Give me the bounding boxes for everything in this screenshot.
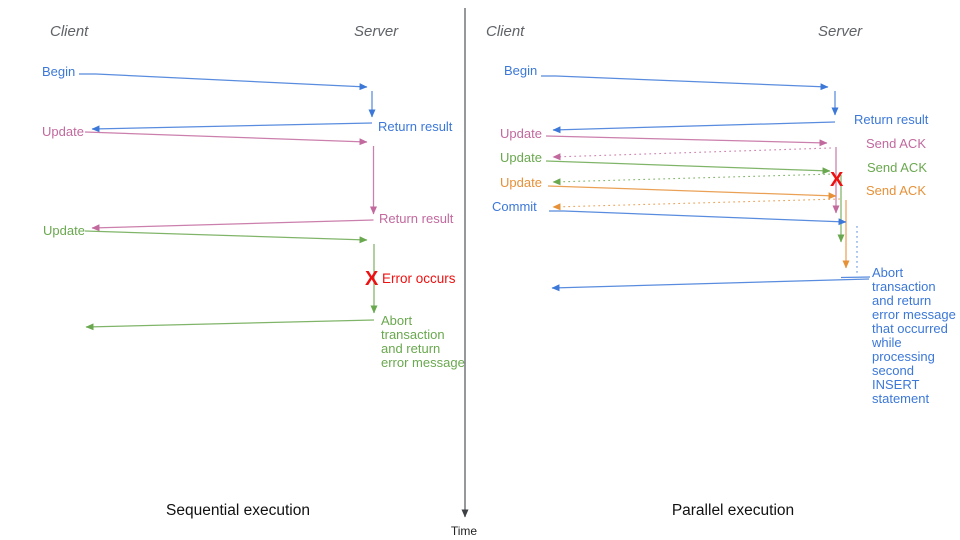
right-server-abort-tick [840, 276, 871, 279]
right-send-ack-1-label: Send ACK [866, 136, 926, 151]
right-error-x-icon: X [830, 169, 844, 191]
right-caption: Parallel execution [671, 502, 795, 519]
left-return-result-2-arrow [91, 219, 374, 232]
right-update-3-label: Update [500, 175, 542, 190]
right-begin-request-arrow [541, 75, 829, 91]
right-client-header: Client [486, 23, 525, 40]
right-send-ack-2-label: Send ACK [867, 160, 927, 175]
right-return-result-label: Return result [854, 112, 929, 127]
left-client-header: Client [50, 23, 89, 40]
right-send-ack-2-arrow [552, 173, 836, 186]
left-update-2-request-arrow [84, 230, 368, 244]
right-update-2-label: Update [500, 150, 542, 165]
right-server-header: Server [818, 23, 863, 40]
left-caption: Sequential execution [166, 502, 310, 519]
left-abort-message-label: Abort transaction and return error messa… [381, 313, 465, 370]
left-server-header: Server [354, 23, 399, 40]
left-update-1-request-arrow [84, 131, 368, 146]
left-return-result-1-arrow [91, 122, 373, 133]
right-update-1-request-arrow [545, 135, 828, 147]
time-axis-label: Time [450, 524, 478, 538]
right-commit-label: Commit [492, 199, 537, 214]
right-update-2-request-arrow [545, 160, 831, 175]
left-abort-response-arrow [85, 319, 375, 331]
right-begin-label: Begin [504, 63, 538, 78]
left-begin-label: Begin [42, 64, 76, 79]
right-update-1-label: Update [500, 126, 542, 141]
left-update-1-label: Update [42, 124, 84, 139]
left-return-result-1-label: Return result [378, 119, 453, 134]
right-send-ack-3-label: Send ACK [866, 183, 926, 198]
right-send-ack-1-arrow [552, 147, 832, 161]
left-error-x-icon: X [365, 268, 379, 290]
right-abort-message-label: Abort transaction and return error messa… [872, 265, 956, 406]
left-update-2-label: Update [43, 223, 85, 238]
left-begin-request-arrow [79, 73, 368, 91]
right-abort-response-arrow [551, 278, 870, 292]
right-return-result-arrow [552, 121, 836, 134]
right-send-ack-3-arrow [552, 198, 841, 211]
right-commit-request-arrow [549, 210, 847, 226]
left-return-result-2-label: Return result [379, 211, 454, 226]
left-error-occurs-label: Error occurs [382, 271, 456, 286]
right-update-3-request-arrow [547, 185, 837, 200]
